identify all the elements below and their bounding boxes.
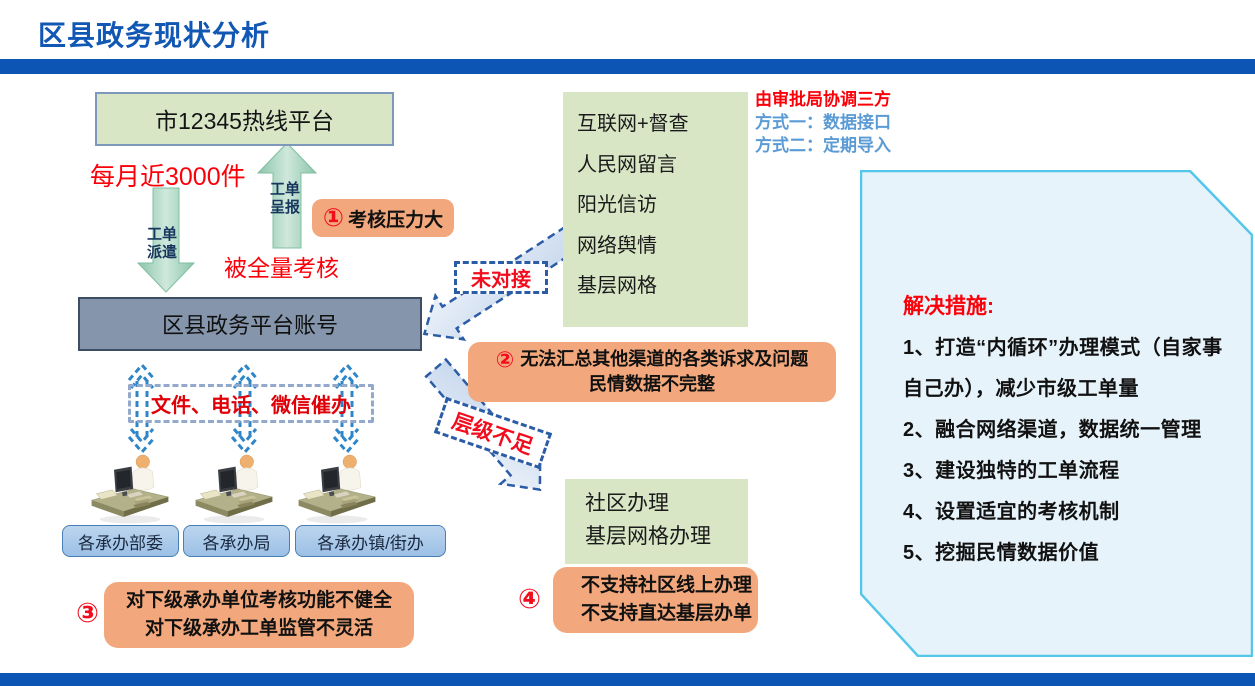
issue2-line2: 民情数据不完整 xyxy=(589,374,715,394)
not-connected-label: 未对接 xyxy=(454,261,548,294)
channel-item: 人民网留言 xyxy=(577,153,677,176)
solution-item: 1、打造“内循环”办理模式（自家事自己办），减少市级工单量 xyxy=(903,337,1223,400)
issue3-line2: 对下级承办工单监管不灵活 xyxy=(144,618,373,639)
coordination-method2: 方式二：定期导入 xyxy=(755,136,891,155)
report-arrow-icon xyxy=(256,142,318,249)
community-line1: 社区办理 xyxy=(585,492,669,515)
channel-item: 互联网+督查 xyxy=(577,113,689,135)
issue4-number: ④ xyxy=(518,584,541,614)
clerk-computer-icon xyxy=(194,448,274,526)
dispatch-arrow-icon xyxy=(136,187,196,293)
solutions-panel-shape xyxy=(860,170,1253,657)
community-box: 社区办理 基层网格办理 xyxy=(565,479,748,564)
channels-box: 互联网+督查 人民网留言 阳光信访 网络舆情 基层网格 xyxy=(563,92,748,327)
issue1-box: ① 考核压力大 xyxy=(312,199,454,237)
full-assessment-text: 被全量考核 xyxy=(224,255,339,281)
community-line2: 基层网格办理 xyxy=(585,525,711,548)
header-divider-bar xyxy=(0,59,1255,74)
issue4-box: 不支持社区线上办理 不支持直达基层办单 xyxy=(553,567,758,633)
department-box-ministries: 各承办部委 xyxy=(62,525,179,557)
coordination-method1: 方式一：数据接口 xyxy=(755,113,891,132)
solution-item: 5、挖掘民情数据价值 xyxy=(903,542,1100,564)
issue4-line1: 不支持社区线上办理 xyxy=(581,575,753,596)
issue3-box: 对下级承办单位考核功能不健全 对下级承办工单监管不灵活 xyxy=(104,582,414,648)
urge-double-arrow-icon xyxy=(127,362,362,455)
issue3-number: ③ xyxy=(76,598,99,628)
solutions-panel: 解决措施: 1、打造“内循环”办理模式（自家事自己办），减少市级工单量 2、融合… xyxy=(903,290,1225,574)
urge-banner: 文件、电话、微信催办 xyxy=(128,384,374,423)
issue2-box: ② 无法汇总其他渠道的各类诉求及问题 民情数据不完整 xyxy=(468,342,836,402)
channel-item: 阳光信访 xyxy=(577,194,657,216)
clerk-computer-icon xyxy=(90,448,170,526)
solution-item: 2、融合网络渠道，数据统一管理 xyxy=(903,419,1202,441)
dispatch-arrow-label: 工单派遣 xyxy=(146,226,177,261)
channel-item: 网络舆情 xyxy=(577,234,657,257)
coordination-note: 由审批局协调三方 方式一：数据接口 方式二：定期导入 xyxy=(755,88,891,157)
department-box-towns: 各承办镇/街办 xyxy=(295,525,446,557)
issue3-line1: 对下级承办单位考核功能不健全 xyxy=(125,590,392,611)
platform-account-box: 区县政务平台账号 xyxy=(78,297,422,351)
channel-item: 基层网格 xyxy=(577,275,657,297)
solution-item: 3、建设独特的工单流程 xyxy=(903,460,1120,482)
issue2-number: ② xyxy=(495,347,515,372)
issue2-line1: 无法汇总其他渠道的各类诉求及问题 xyxy=(520,349,809,369)
department-box-bureaus: 各承办局 xyxy=(183,525,290,557)
report-arrow-label: 工单呈报 xyxy=(269,181,300,216)
solution-item: 4、设置适宜的考核机制 xyxy=(903,501,1120,523)
clerk-computer-icon xyxy=(297,448,377,526)
issue1-number: ① xyxy=(322,204,345,232)
coordination-title: 由审批局协调三方 xyxy=(755,90,891,109)
issue4-line2: 不支持直达基层办单 xyxy=(581,603,753,624)
footer-bar xyxy=(0,673,1255,686)
issue1-text: 考核压力大 xyxy=(348,209,444,231)
page-title: 区县政务现状分析 xyxy=(38,20,271,51)
monthly-volume-text: 每月近3000件 xyxy=(90,163,246,191)
hotline-platform-box: 市12345热线平台 xyxy=(95,92,394,146)
solutions-title: 解决措施: xyxy=(903,295,994,318)
